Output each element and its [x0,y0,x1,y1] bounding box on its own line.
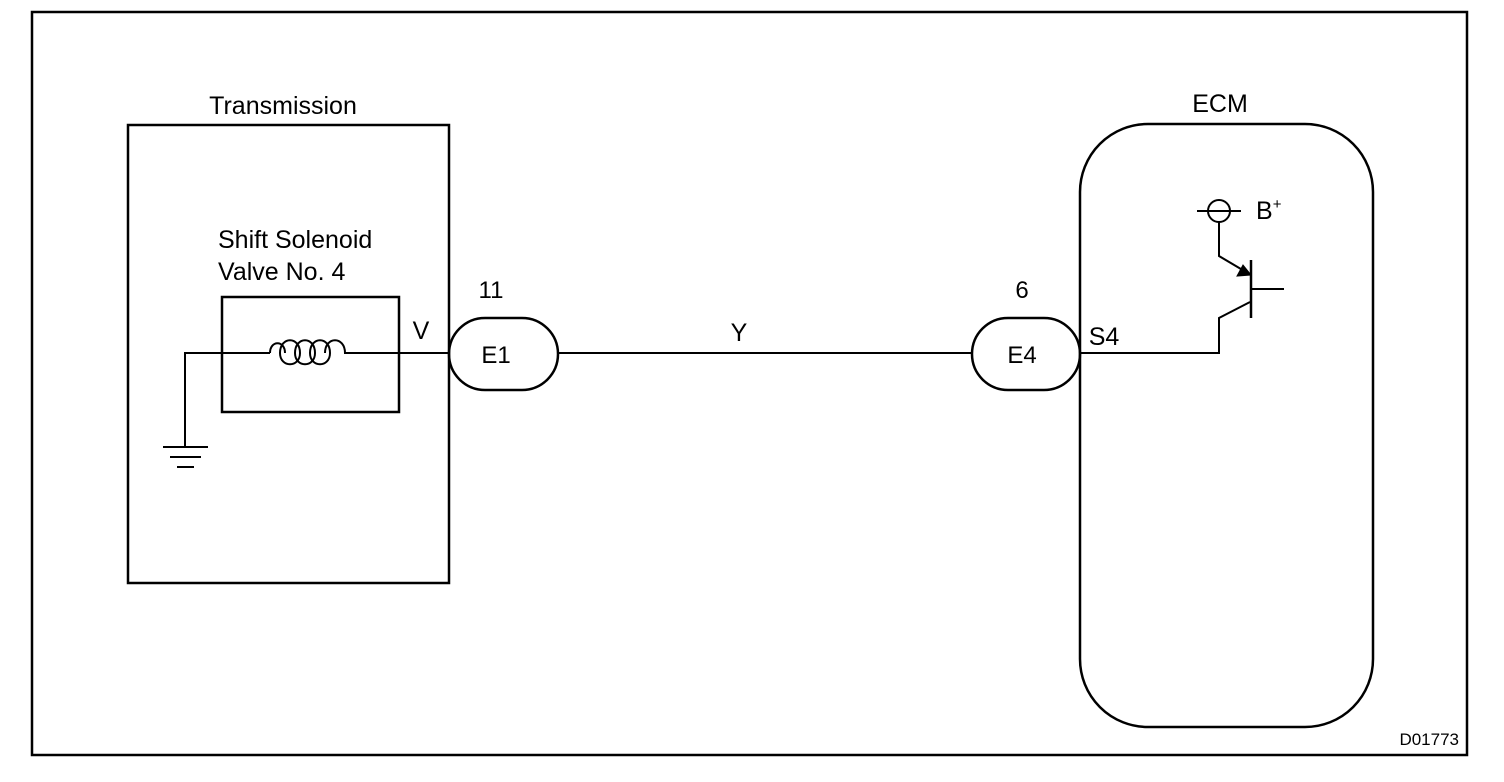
connector-e1: E1 11 [447,277,560,392]
ecm-terminal-label: S4 [1089,323,1120,351]
solenoid-label-line2: Valve No. 4 [218,258,345,286]
ground-icon [163,446,208,468]
supply-label-superscript: + [1273,196,1282,213]
connector-e1-pin: 11 [479,277,504,304]
connector-e4-name: E4 [1007,342,1036,369]
ecm-block: ECM S4 B+ [1078,90,1375,729]
solenoid-label-line1: Shift Solenoid [218,226,372,254]
connector-e4: E4 6 [970,277,1082,392]
wire-color-label: Y [731,319,748,347]
supply-label: B+ [1256,196,1282,225]
solenoid-wire-left [184,352,270,447]
connector-e1-name: E1 [481,342,510,369]
solenoid-box [220,295,401,414]
transistor-arrow [1236,264,1252,277]
solenoid-coil-icon [269,339,350,366]
supply-label-main: B [1256,197,1273,225]
transistor-icon [1218,222,1284,318]
figure-id: D01773 [1399,730,1459,749]
transmission-title: Transmission [209,92,357,120]
ecm-box [1078,122,1375,729]
ecm-internal-wire [1080,301,1251,354]
diagram-frame [30,10,1469,757]
ecm-title: ECM [1192,90,1248,118]
battery-supply-icon [1197,199,1241,223]
transmission-pin-label: V [413,317,430,345]
connector-e4-pin: 6 [1015,277,1028,304]
transmission-block: Transmission Shift Solenoid Valve No. 4 … [126,92,451,585]
